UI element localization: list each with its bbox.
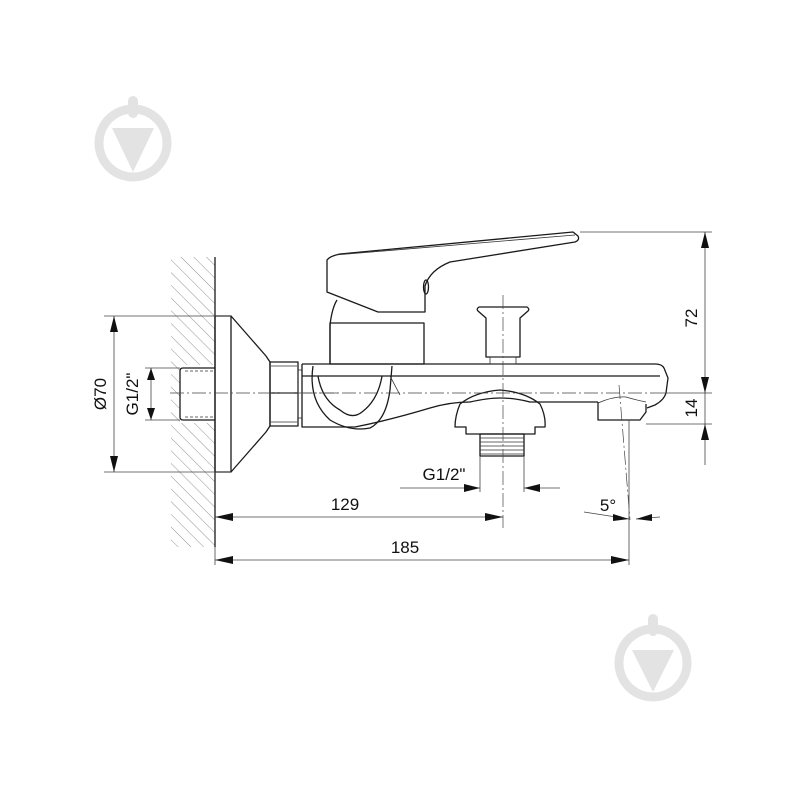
- dim-spout-angle: 5°: [583, 496, 661, 521]
- watermark-logo-bottom-right: [614, 614, 692, 702]
- dim-wall-thread: G1/2ʺ: [123, 367, 180, 421]
- label-total-height: 72: [682, 309, 701, 328]
- center-lines: [170, 295, 660, 528]
- outlet-thread: [454, 389, 546, 457]
- wall-thread-pipe: [179, 367, 215, 421]
- label-outlet-thread: G1/2ʺ: [423, 465, 466, 484]
- dim-spout-length: 185: [214, 420, 630, 565]
- label-spout-length: 185: [391, 538, 419, 557]
- watermark-logo-top-left: [94, 96, 172, 182]
- dim-flange-diameter: Ø70: [91, 315, 231, 473]
- dim-outlet-offset: 129: [215, 495, 503, 521]
- label-spout-height: 14: [682, 399, 701, 418]
- dim-spout-height: 14: [646, 393, 712, 465]
- label-wall-thread: G1/2ʺ: [123, 373, 142, 416]
- mixer-body: [301, 363, 669, 430]
- dim-outlet-thread: G1/2ʺ: [400, 456, 560, 492]
- label-flange-diameter: Ø70: [91, 378, 110, 410]
- label-outlet-offset: 129: [331, 495, 359, 514]
- wall-section: [171, 257, 216, 547]
- lever-handle: [326, 231, 580, 365]
- dim-total-height: 72: [580, 231, 712, 394]
- label-spout-angle: 5°: [600, 496, 616, 515]
- hex-nut: [269, 361, 303, 427]
- flange: [214, 315, 271, 473]
